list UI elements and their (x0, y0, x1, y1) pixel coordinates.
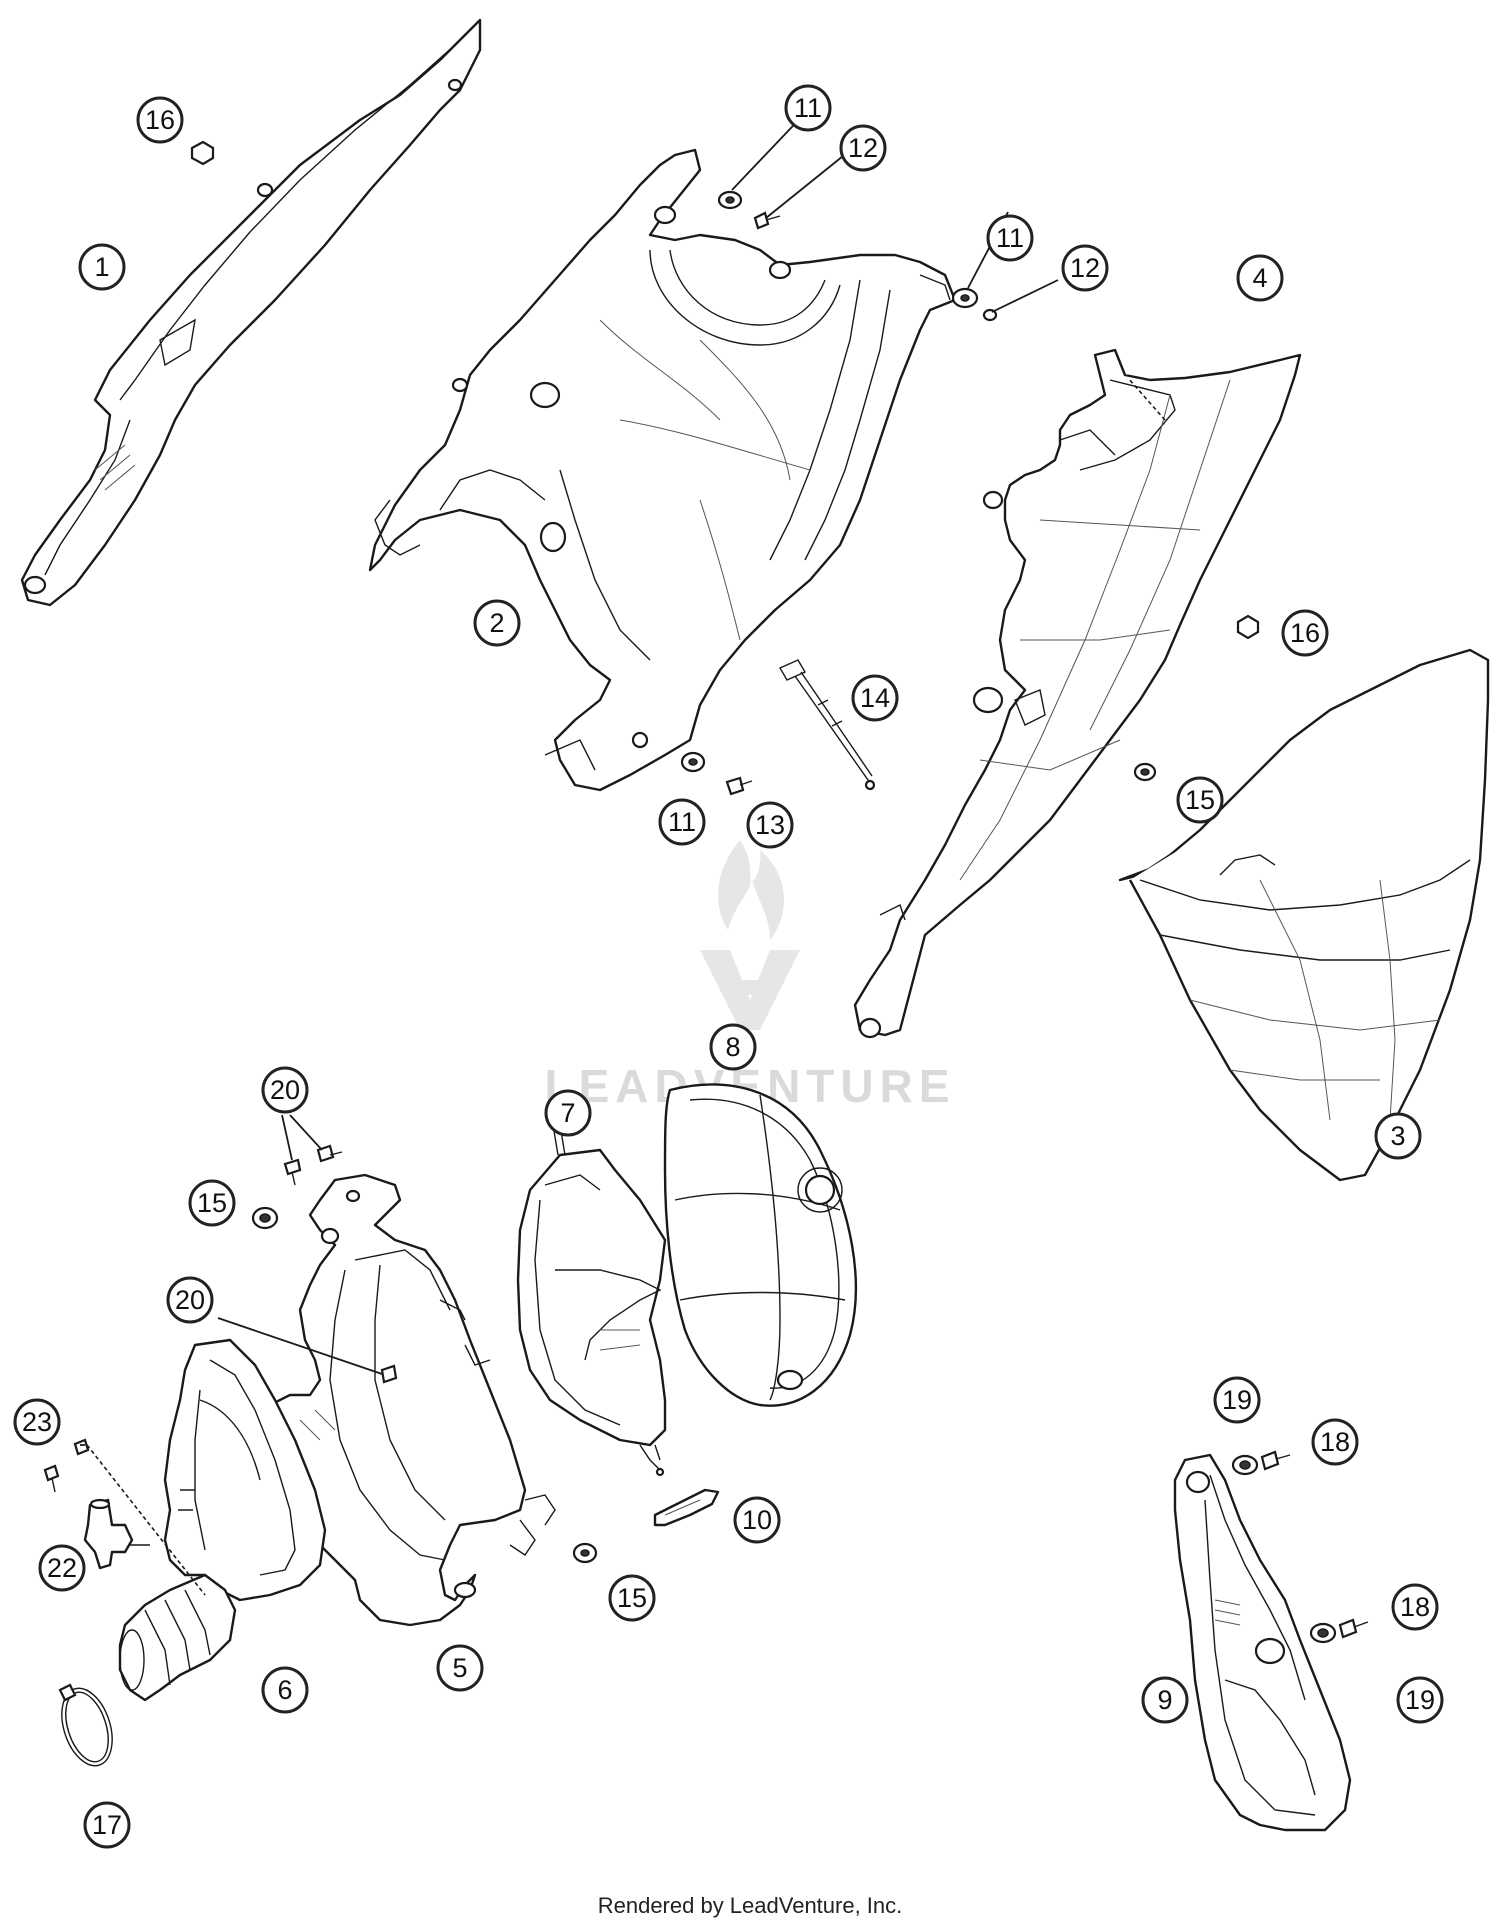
svg-text:11: 11 (996, 223, 1024, 253)
part-2-front-frame (368, 148, 957, 792)
callout-12-right: 12 (1061, 244, 1109, 292)
svg-text:19: 19 (1222, 1385, 1252, 1415)
callout-17: 17 (83, 1801, 131, 1849)
part-10-clip (653, 1488, 720, 1527)
callout-7: 7 (544, 1089, 592, 1137)
callout-11-top: 11 (784, 84, 832, 132)
svg-text:13: 13 (755, 810, 785, 840)
svg-text:18: 18 (1320, 1427, 1350, 1457)
svg-text:18: 18 (1400, 1592, 1430, 1622)
part-8-air-filter (663, 1083, 858, 1407)
callout-15-bottom: 15 (608, 1574, 656, 1622)
part-4-side-cover (853, 348, 1302, 1039)
callout-15-left: 15 (188, 1179, 236, 1227)
svg-text:3: 3 (1390, 1121, 1405, 1151)
svg-text:19: 19 (1405, 1685, 1435, 1715)
part-5-airbox (258, 1173, 556, 1627)
part-6-airbox-lower (118, 1338, 327, 1702)
svg-text:4: 4 (1252, 263, 1267, 293)
svg-text:1: 1 (94, 252, 109, 282)
callout-11-right: 11 (986, 214, 1034, 262)
part-22-sensor (83, 1498, 150, 1570)
callout-1: 1 (78, 243, 126, 291)
svg-text:6: 6 (277, 1675, 292, 1705)
callout-18-bottom: 18 (1391, 1583, 1439, 1631)
svg-text:7: 7 (560, 1098, 575, 1128)
part-3-side-cover (1118, 648, 1490, 1182)
callout-8: 8 (709, 1023, 757, 1071)
svg-text:16: 16 (1290, 618, 1320, 648)
callout-9: 9 (1141, 1676, 1189, 1724)
callout-20-top: 20 (261, 1066, 309, 1114)
callout-15-right: 15 (1176, 776, 1224, 824)
callout-16-top-left: 16 (136, 96, 184, 144)
callout-14: 14 (851, 674, 899, 722)
svg-text:23: 23 (22, 1407, 52, 1437)
svg-text:12: 12 (848, 133, 878, 163)
svg-text:5: 5 (452, 1653, 467, 1683)
svg-text:20: 20 (175, 1285, 205, 1315)
footer-credit: Rendered by LeadVenture, Inc. (597, 1893, 903, 1918)
svg-text:20: 20 (270, 1075, 300, 1105)
callout-19-bottom: 19 (1396, 1676, 1444, 1724)
callout-13: 13 (746, 801, 794, 849)
callout-3: 3 (1374, 1112, 1422, 1160)
svg-text:15: 15 (1185, 785, 1215, 815)
svg-text:8: 8 (725, 1032, 740, 1062)
callout-4: 4 (1236, 254, 1284, 302)
callout-6: 6 (261, 1666, 309, 1714)
svg-text:9: 9 (1157, 1685, 1172, 1715)
svg-text:14: 14 (860, 683, 890, 713)
callout-22: 22 (38, 1544, 86, 1592)
callout-16-right: 16 (1281, 609, 1329, 657)
part-14-rod (779, 659, 876, 791)
callout-10: 10 (733, 1496, 781, 1544)
part-17-clamp (58, 1683, 113, 1767)
svg-text:11: 11 (794, 93, 822, 123)
callout-2: 2 (473, 599, 521, 647)
callout-5: 5 (436, 1644, 484, 1692)
svg-text:12: 12 (1070, 253, 1100, 283)
svg-text:17: 17 (92, 1810, 122, 1840)
svg-text:22: 22 (47, 1553, 77, 1583)
callout-20-middle: 20 (166, 1276, 214, 1324)
svg-text:11: 11 (668, 807, 696, 837)
svg-text:2: 2 (489, 608, 504, 638)
part-9-side-panel (1173, 1453, 1352, 1832)
hardware (43, 140, 1369, 1644)
callout-18-top: 18 (1311, 1418, 1359, 1466)
svg-text:16: 16 (145, 105, 175, 135)
callout-23: 23 (13, 1398, 61, 1446)
watermark-logo (700, 840, 800, 1030)
svg-text:10: 10 (742, 1505, 772, 1535)
part-1-side-panel (20, 18, 482, 607)
svg-text:15: 15 (197, 1188, 227, 1218)
part-7-filter-cage (516, 1117, 667, 1477)
callout-11-bottom: 11 (658, 798, 706, 846)
callout-12-top: 12 (839, 124, 887, 172)
callout-19-top: 19 (1213, 1376, 1261, 1424)
svg-text:15: 15 (617, 1583, 647, 1613)
